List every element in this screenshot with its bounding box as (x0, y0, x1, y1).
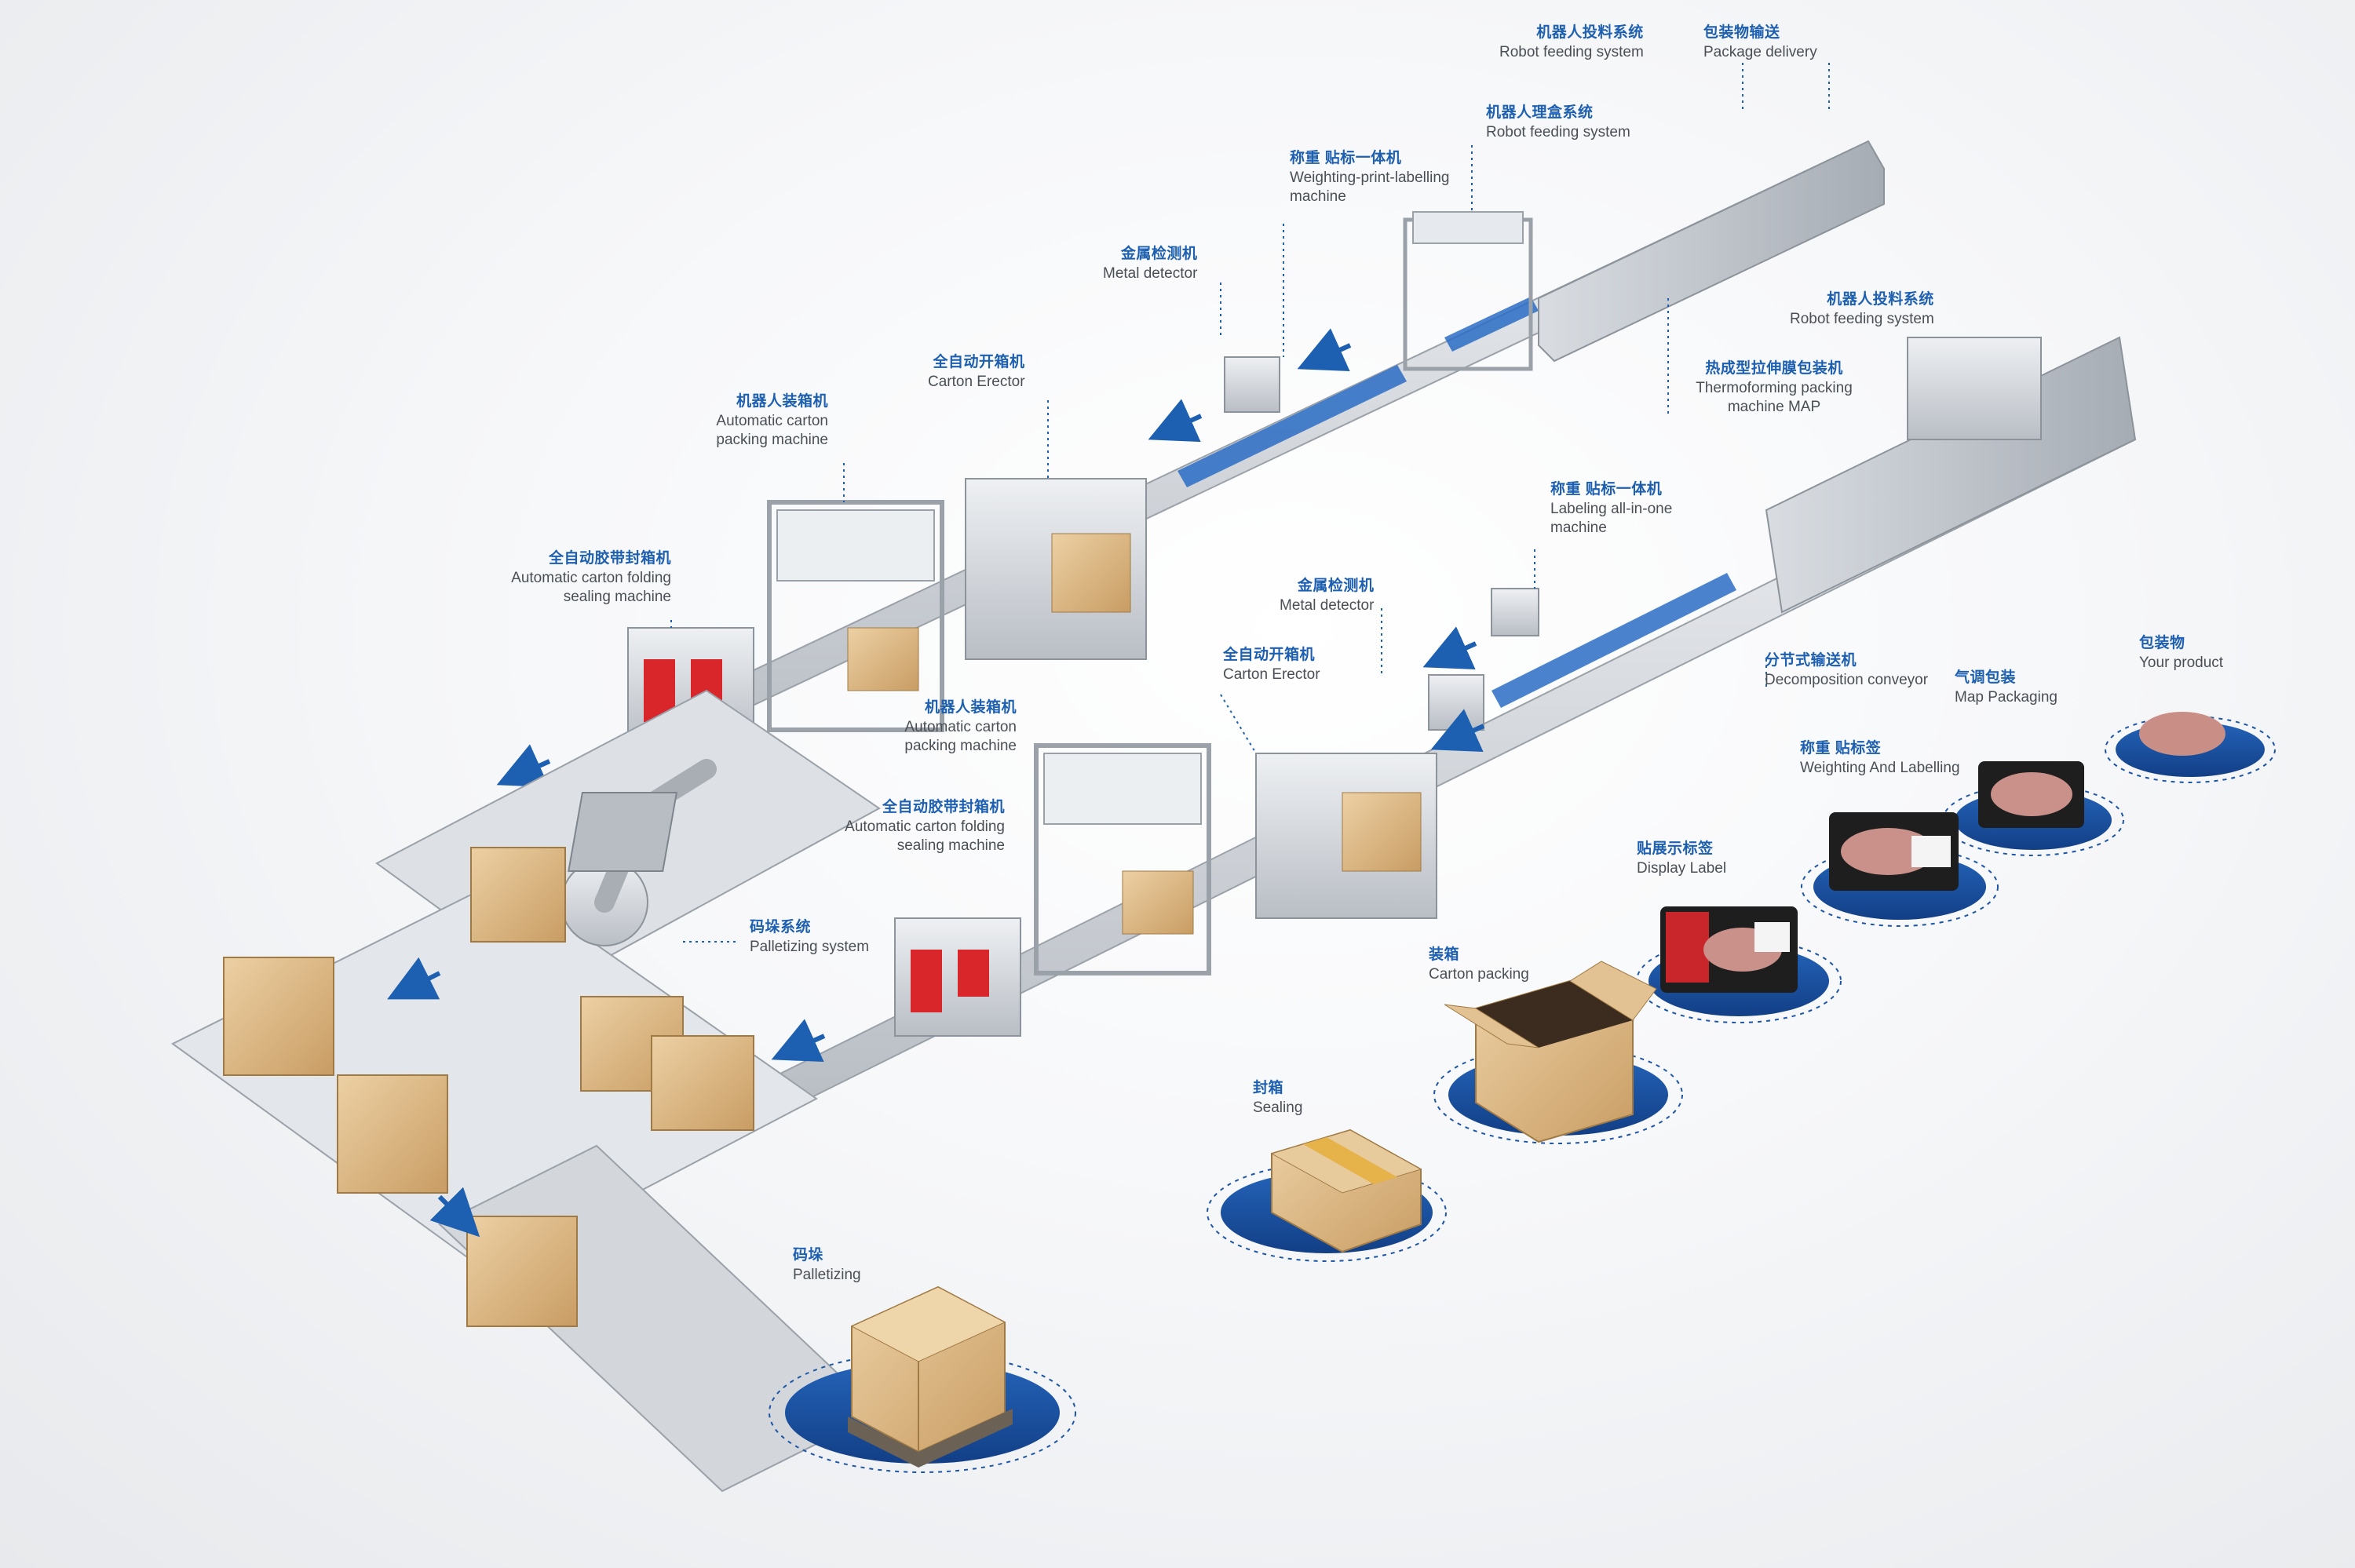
label-map-packaging: 气调包装 Map Packaging (1955, 669, 2057, 706)
stage-display-label (1636, 906, 1842, 1023)
label-weighting-labelling: 称重 贴标签 Weighting And Labelling (1800, 740, 1960, 776)
label-robot-packing-top: 机器人装箱机 Automatic carton packing machine (716, 393, 828, 449)
label-labeling-all-in-one: 称重 贴标一体机 Labeling all-in-one machine (1550, 481, 1673, 537)
stage-weighting-labelling (1801, 812, 1999, 927)
stage-carton-packing (1433, 961, 1683, 1144)
label-metal-detector-bottom: 金属检测机 Metal detector (1280, 578, 1375, 614)
label-palletizing-system: 码垛系统 Palletizing system (750, 919, 870, 955)
label-display-label: 贴展示标签 Display Label (1637, 841, 1727, 877)
label-carton-erector-top: 全自动开箱机 Carton Erector (928, 354, 1025, 390)
label-sealing-bottom: 全自动胶带封箱机 Automatic carton folding sealin… (845, 799, 1005, 855)
label-your-product: 包装物 Your product (2139, 635, 2224, 671)
label-robot-feeding-right: 机器人投料系统 Robot feeding system (1790, 291, 1934, 327)
label-weighing-print-label-top: 称重 贴标一体机 Weighting-print-labelling machi… (1290, 150, 1450, 206)
stage-your-product (2105, 712, 2276, 783)
label-robot-feeding-top: 机器人投料系统 Robot feeding system (1499, 24, 1644, 60)
stage-sealing (1207, 1129, 1447, 1262)
leader-lines (670, 63, 1830, 943)
stage-palletizing (769, 1285, 1076, 1473)
label-sealing-stage: 封箱 Sealing (1253, 1080, 1303, 1116)
lower-line (771, 336, 2137, 1108)
label-thermoforming: 热成型拉伸膜包装机 Thermoforming packing machine … (1696, 360, 1853, 416)
upper-line (496, 140, 1886, 788)
label-carton-packing: 装箱 Carton packing (1429, 946, 1529, 983)
label-carton-erector-bottom: 全自动开箱机 Carton Erector (1223, 647, 1320, 683)
label-robot-packing-bottom: 机器人装箱机 Automatic carton packing machine (904, 699, 1017, 755)
label-palletizing-stage: 码垛 Palletizing (793, 1247, 861, 1283)
label-sealing-top: 全自动胶带封箱机 Automatic carton folding sealin… (511, 550, 671, 606)
label-robot-box-system: 机器人理盒系统 Robot feeding system (1486, 104, 1630, 140)
label-package-delivery: 包装物输送 Package delivery (1703, 24, 1817, 60)
label-decomposition-conveyor: 分节式输送机 Decomposition conveyor (1765, 652, 1929, 688)
stage-map-packaging (1942, 761, 2124, 856)
palletizing-area (171, 689, 881, 1493)
label-metal-detector-top: 金属检测机 Metal detector (1103, 246, 1198, 282)
product-stages (769, 712, 2276, 1473)
